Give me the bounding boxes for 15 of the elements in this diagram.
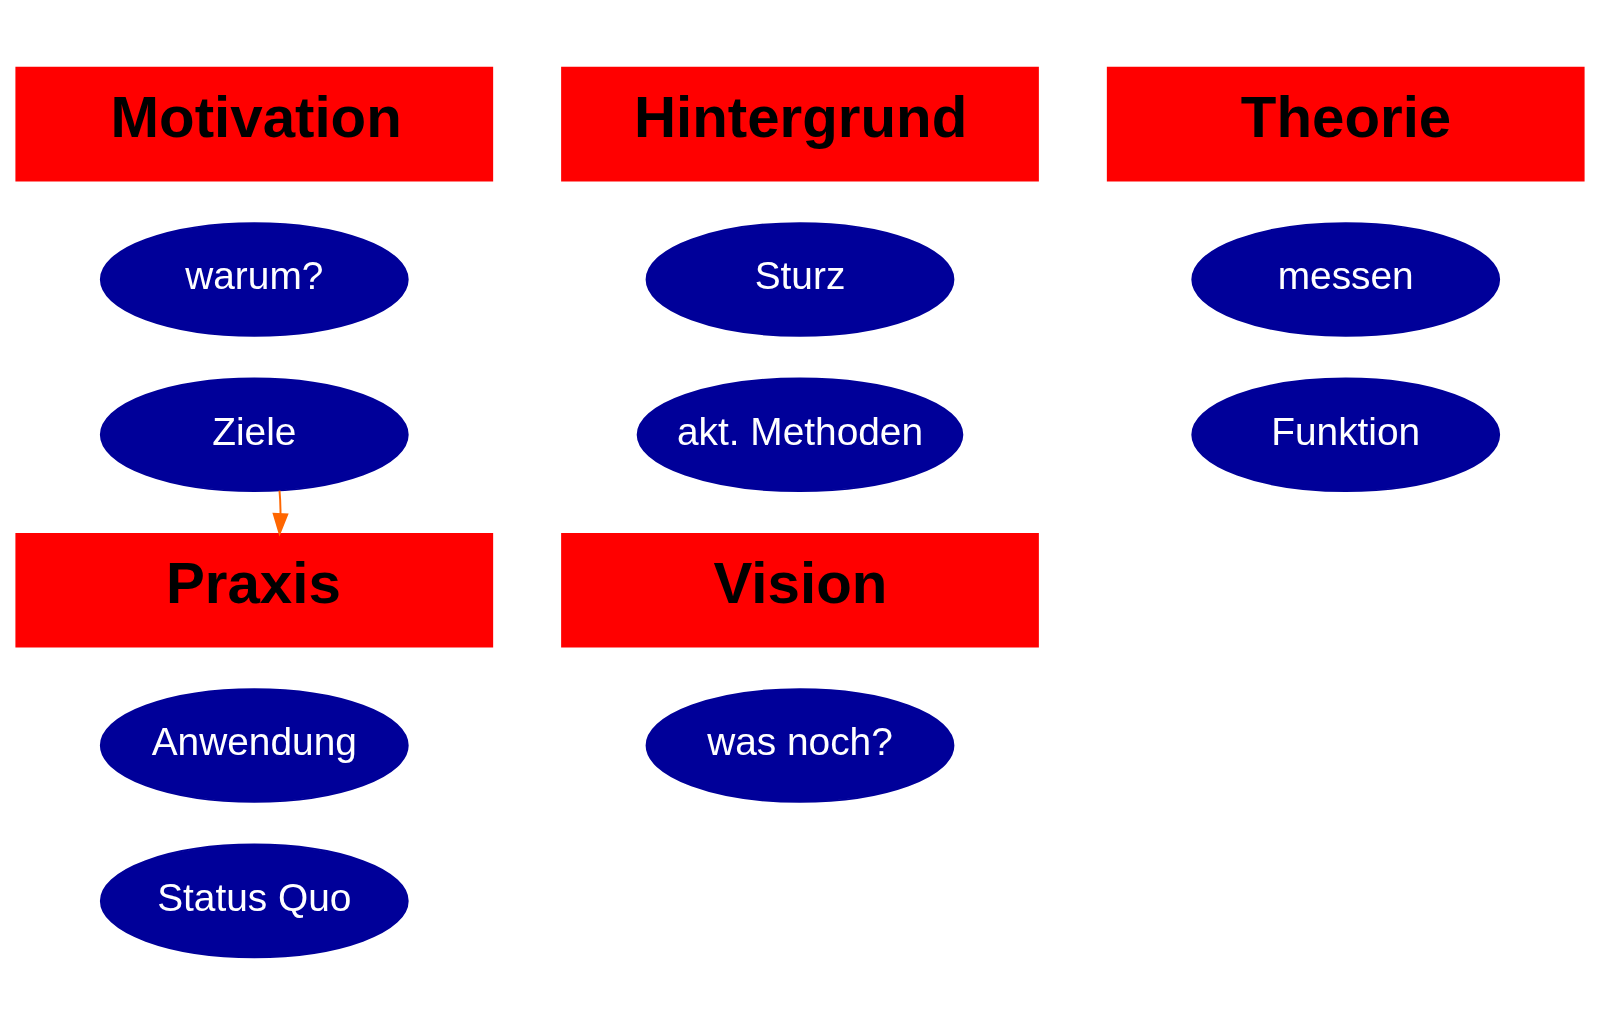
node-ellipse: Sturz: [645, 221, 955, 337]
node-ellipse: was noch?: [645, 687, 955, 803]
arrow: [272, 489, 289, 536]
node-box: Theorie: [1106, 66, 1585, 181]
node-box: Hintergrund: [561, 66, 1039, 181]
node-ellipse: Funktion: [1191, 377, 1501, 492]
node-ellipse: warum?: [99, 221, 409, 337]
node-box: Vision: [561, 532, 1039, 647]
node-ellipse: Status Quo: [99, 843, 409, 958]
node-ellipse: Ziele: [99, 377, 409, 492]
node-ellipse: messen: [1191, 221, 1501, 337]
node-ellipse: Anwendung: [99, 687, 409, 803]
node-box: Praxis: [15, 532, 494, 647]
node-ellipse: akt. Methoden: [636, 377, 964, 492]
node-box: Motivation: [15, 66, 494, 181]
